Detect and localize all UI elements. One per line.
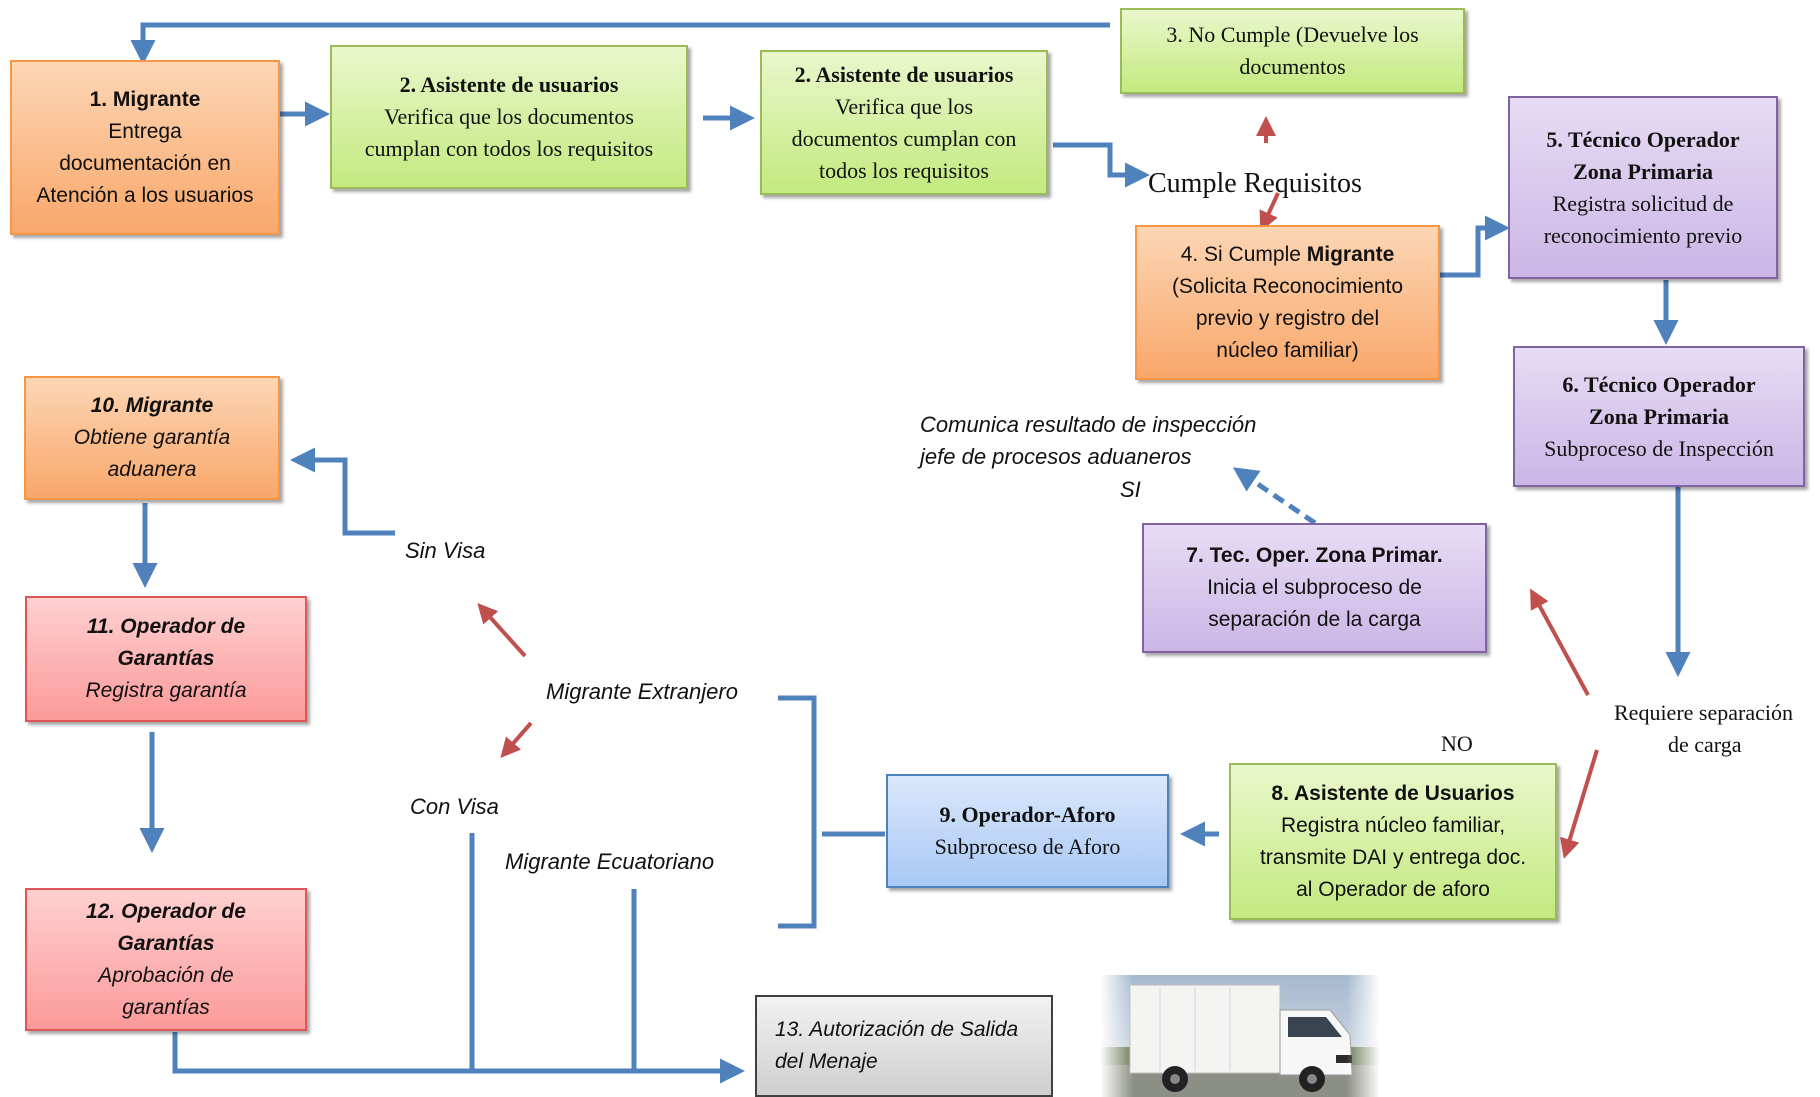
step-3-line: 3. No Cumple (Devuelve los [1166,22,1419,47]
step-3-no-cumple: 3. No Cumple (Devuelve los documentos [1120,8,1465,94]
step-2b-line: documentos cumplan con [791,125,1017,151]
connector-sinvisa-10 [290,447,395,536]
step-12-title: Garantías [117,931,215,955]
decision-no-8 [1560,749,1599,859]
step-1-title: 1. Migrante [89,87,201,111]
truck-photo-icon [1100,975,1380,1097]
step-2a-line: Verifica que los documentos [384,104,634,129]
step-12-operador-garantias: 12. Operador de Garantías Aprobación de … [25,888,307,1031]
decision-extranjero-sinvisa [477,603,527,658]
step-2a-asistente: 2. Asistente de usuarios Verifica que lo… [330,45,688,189]
step-1-migrante: 1. Migrante Entrega documentación en Ate… [10,60,280,235]
step-2b-line: todos los requisitos [819,157,989,183]
step-8-asistente: 8. Asistente de Usuarios Registra núcleo… [1229,763,1557,920]
decision-extranjero-convisa [500,721,533,759]
step-2a-title: 2. Asistente de usuarios [399,72,619,97]
step-2a-line: cumplan con todos los requisitos [364,136,654,161]
label-comunica-line1: Comunica resultado de inspección [920,412,1257,437]
step-5-tecnico: 5. Técnico Operador Zona Primaria Regist… [1508,96,1778,279]
step-7-tec-oper: 7. Tec. Oper. Zona Primar. Inicia el sub… [1142,523,1487,653]
step-4-prefix: 4. Si Cumple [1180,242,1307,266]
step-5-title: Zona Primaria [1573,158,1713,184]
step-7-title: 7. Tec. Oper. Zona Primar. [1186,544,1443,567]
step-13-autorizacion: 13. Autorización de Salida del Menaje [755,995,1053,1097]
step-1-line: documentación en [59,151,231,175]
step-12-title: 12. Operador de [86,899,246,923]
step-5-line: reconocimiento previo [1543,222,1743,248]
step-11-line: Registra garantía [85,679,247,702]
step-8-line: transmite DAI y entrega doc. [1259,845,1527,869]
return-connector [130,22,1110,65]
step-1-line: Atención a los usuarios [36,183,254,207]
step-12-line: garantías [122,995,210,1019]
step-9-title: 9. Operador-Aforo [939,802,1116,827]
step-11-operador-garantias: 11. Operador de Garantías Registra garan… [25,596,307,722]
decision-cumple [1259,192,1280,232]
step-5-line: Registra solicitud de [1552,190,1734,216]
decision-requiere-7 [1530,588,1590,696]
connector-4-5 [1440,215,1510,278]
step-4-line: (Solicita Reconocimiento [1171,274,1404,298]
step-8-title: 8. Asistente de Usuarios [1271,781,1515,805]
label-sin-visa: Sin Visa [405,538,486,563]
step-6-title: Zona Primaria [1589,403,1729,429]
step-4-si-cumple: 4. Si Cumple Migrante (Solicita Reconoci… [1135,225,1440,380]
step-6-tecnico: 6. Técnico Operador Zona Primaria Subpro… [1513,346,1805,487]
step-5-title: 5. Técnico Operador [1546,126,1740,152]
connector-12-13 [172,1032,745,1084]
step-7-line: Inicia el subproceso de [1207,576,1422,599]
label-migrante-ecuatoriano: Migrante Ecuatoriano [505,849,715,874]
migrant-type-bracket [778,695,817,929]
label-requiere-line1: Requiere separación [1614,700,1793,725]
step-10-migrante: 10. Migrante Obtiene garantía aduanera [24,376,280,500]
step-2b-line: Verifica que los [834,93,974,119]
step-6-line: Subproceso de Inspección [1544,435,1774,461]
label-migrante-extranjero: Migrante Extranjero [546,679,738,704]
step-8-line: Registra núcleo familiar, [1280,813,1506,837]
step-9-operador-aforo: 9. Operador-Aforo Subproceso de Aforo [886,774,1169,888]
step-13-line: 13. Autorización de Salida [775,1018,1019,1041]
step-3-line: documentos [1239,54,1346,79]
step-10-line: aduanera [107,458,197,481]
step-12-line: Aprobación de [98,963,234,987]
step-11-title: 11. Operador de [86,615,246,638]
step-1-line: Entrega [108,119,182,143]
step-8-line: al Operador de aforo [1296,877,1490,901]
label-con-visa: Con Visa [410,794,499,819]
label-comunica-line2: jefe de procesos aduaneros [920,444,1192,469]
step-4-line: núcleo familiar) [1216,338,1359,362]
connector-7-comunica [1232,467,1317,526]
connector-2b-cumple [1053,142,1150,188]
step-6-title: 6. Técnico Operador [1562,371,1756,397]
step-4-actor: Migrante [1306,242,1395,266]
step-2b-title: 2. Asistente de usuarios [794,61,1014,87]
step-2b-asistente: 2. Asistente de usuarios Verifica que lo… [760,50,1048,195]
step-7-line: separación de la carga [1208,608,1421,631]
label-requiere-line2: de carga [1668,732,1742,757]
label-cumple-requisitos: Cumple Requisitos [1148,168,1362,199]
step-9-line: Subproceso de Aforo [934,834,1121,859]
step-4-title: 4. Si Cumple Migrante [1181,239,1395,271]
step-10-title: 10. Migrante [90,394,214,417]
step-10-line: Obtiene garantía [73,426,231,449]
step-13-line: del Menaje [775,1050,878,1073]
label-no: NO [1441,731,1473,756]
step-4-line: previo y registro del [1195,306,1380,330]
label-si: SI [1120,477,1141,502]
step-11-title: Garantías [117,647,215,670]
